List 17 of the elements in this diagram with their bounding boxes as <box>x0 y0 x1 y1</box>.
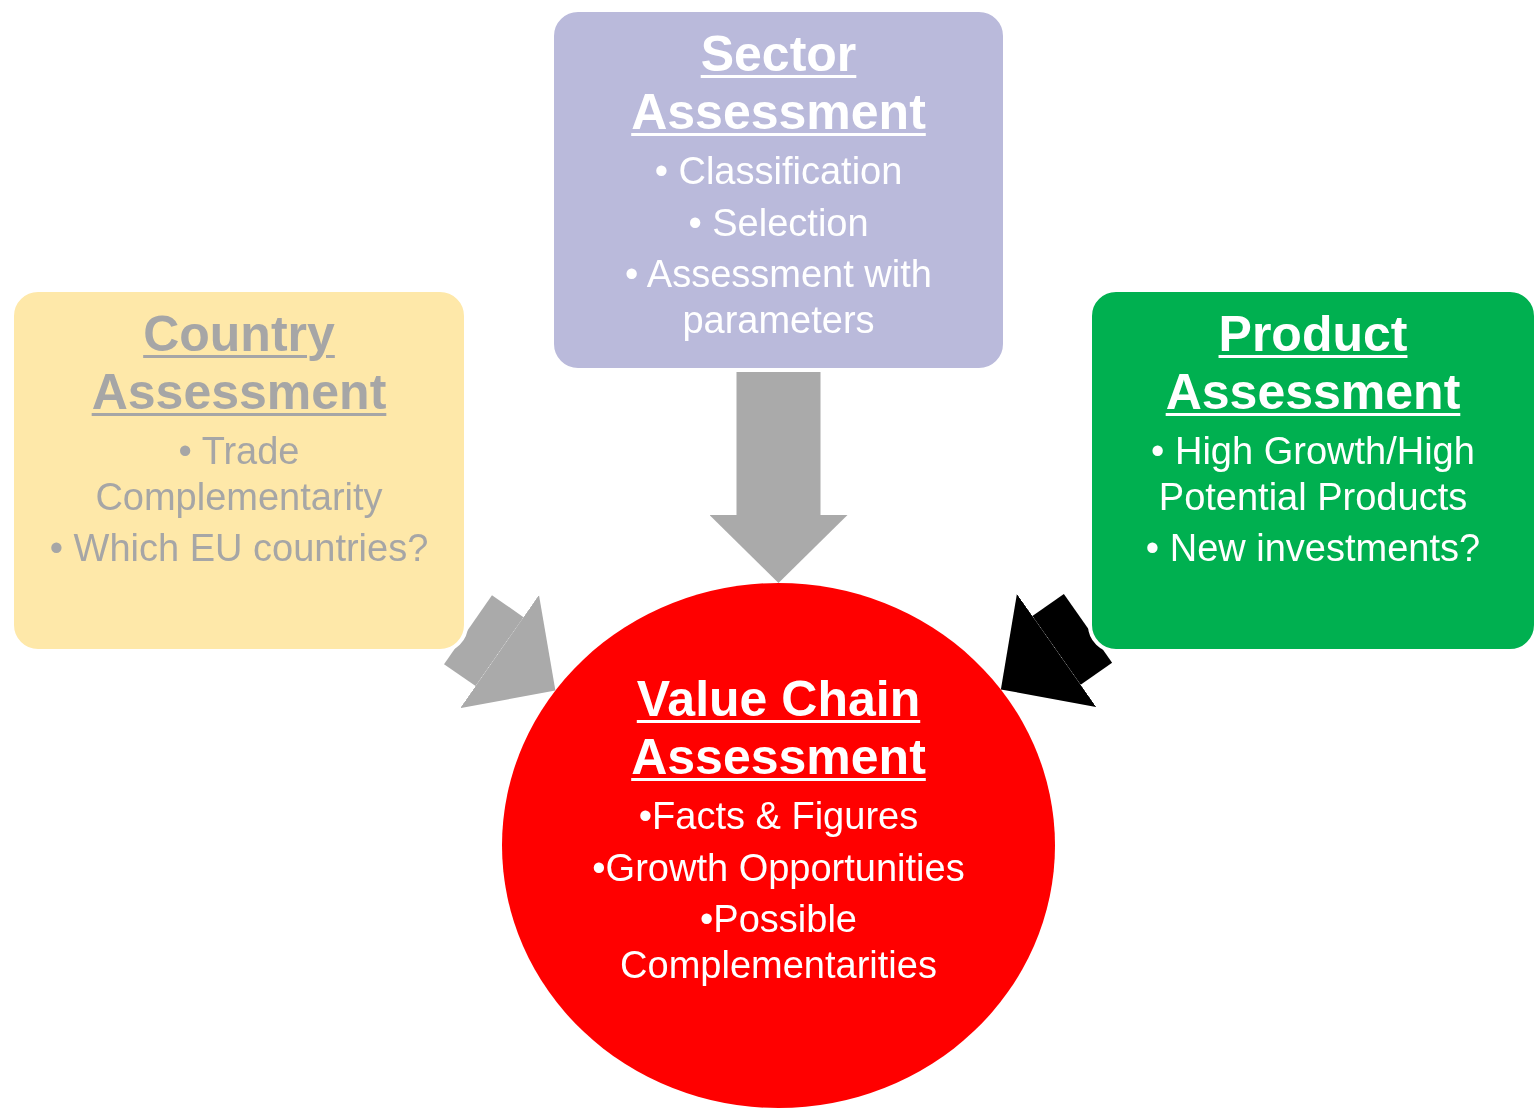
block-arrow <box>709 372 848 583</box>
bullet-item: • Selection <box>687 200 870 246</box>
card-heading: Value Chain Assessment <box>630 671 927 786</box>
bullet-item: • High Growth/High Potential Products <box>1150 429 1476 520</box>
bullet-item: •Possible Complementarities <box>619 897 938 988</box>
card-heading: Country Assessment <box>90 306 388 421</box>
bullet-item: • Which EU countries? <box>48 526 430 572</box>
card-heading: Sector Assessment <box>630 26 927 141</box>
bullet-item: •Facts & Figures <box>637 794 920 839</box>
block-arrow <box>1000 593 1113 707</box>
bullet-item: • New investments? <box>1144 526 1482 572</box>
bullet-item: •Growth Opportunities <box>591 845 966 891</box>
block-arrow <box>444 594 556 709</box>
card-heading: Product Assessment <box>1164 306 1462 421</box>
bullet-item: • Assessment with parameters <box>624 252 933 343</box>
bullet-item: • Trade Complementarity <box>94 429 384 520</box>
bullet-item: • Classification <box>653 149 904 194</box>
